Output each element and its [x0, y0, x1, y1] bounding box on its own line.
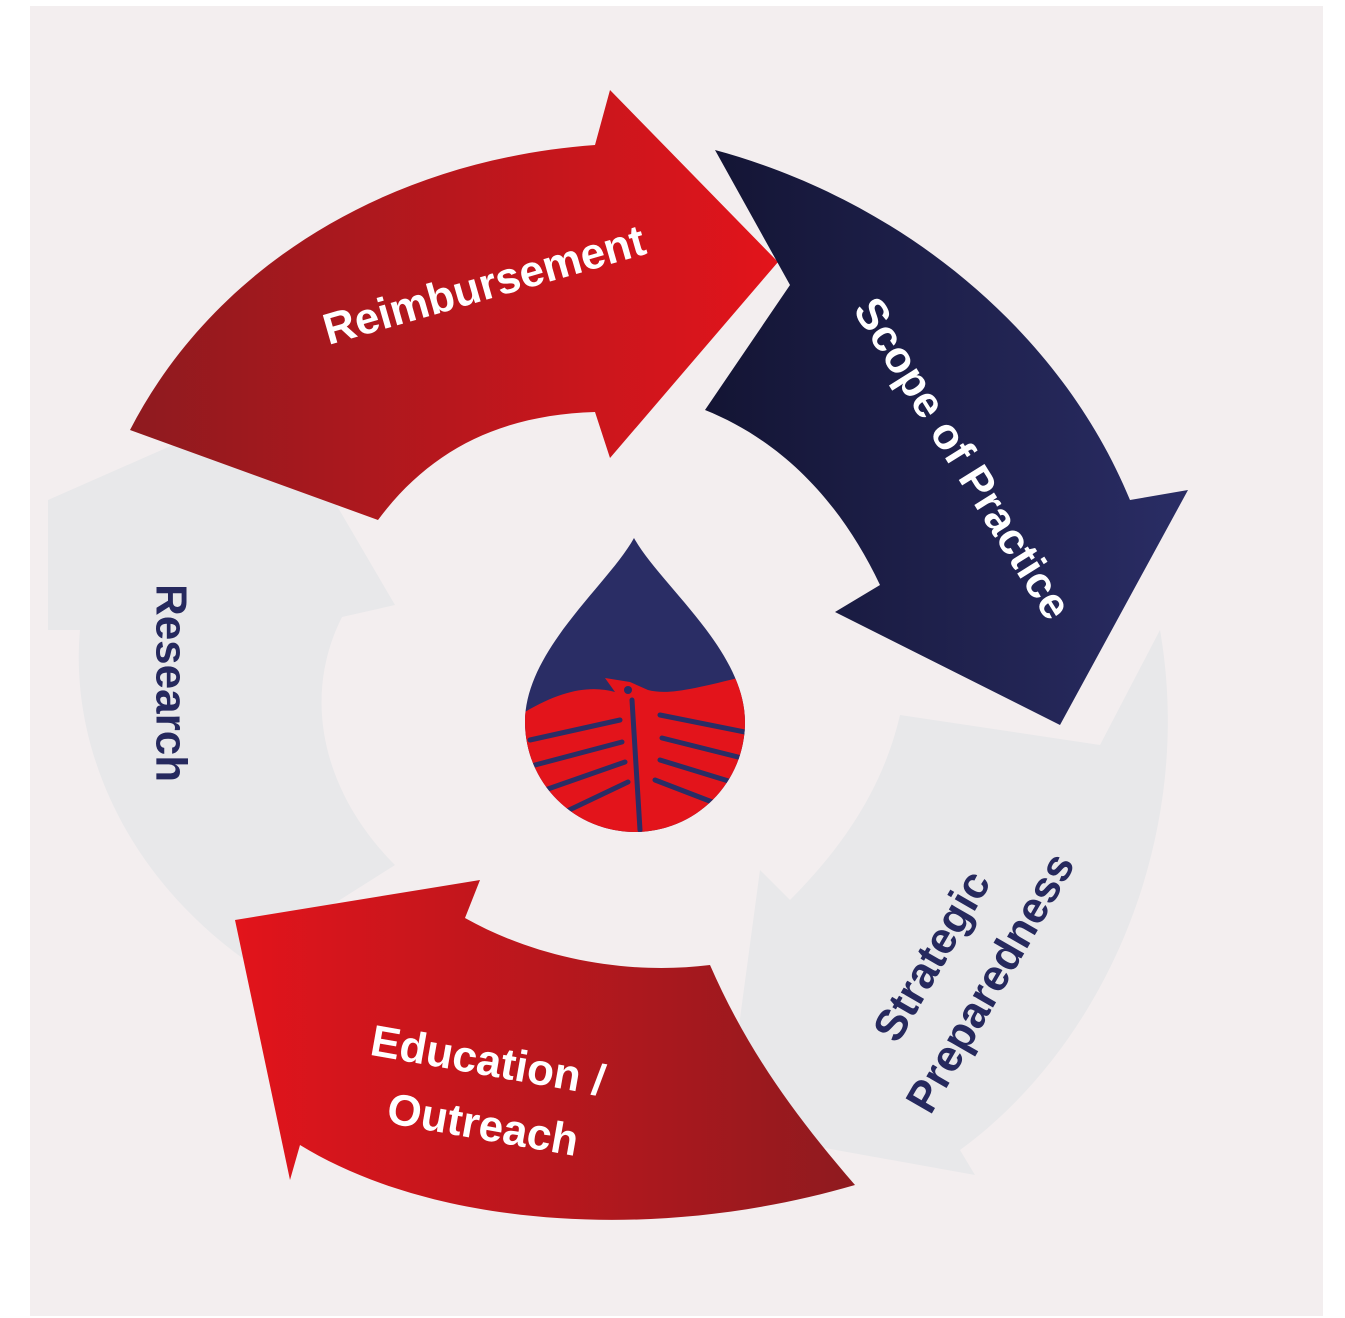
cycle-arrow-reimbursement: Reimbursement [130, 90, 778, 520]
reimbursement-arrow-shape [130, 90, 778, 520]
cycle-arrow-education-outreach: Education / Outreach [235, 880, 855, 1220]
label-research: Research [146, 584, 195, 782]
cycle-arrow-research: Research [48, 400, 395, 960]
strategic-arrow-shape [725, 630, 1168, 1175]
eagle-feathers [527, 697, 745, 832]
scope-arrow-shape [705, 150, 1188, 725]
research-arrow-shape [48, 400, 395, 960]
education-arrow-shape [235, 880, 855, 1220]
eagle-eye [624, 686, 632, 694]
eagle-emblem [525, 675, 745, 832]
cycle-arrow-strategic-preparedness: Strategic Preparedness [725, 630, 1168, 1175]
blood-drop-eagle-icon [525, 538, 745, 832]
cycle-arrow-scope-of-practice: Scope of Practice [705, 150, 1188, 725]
